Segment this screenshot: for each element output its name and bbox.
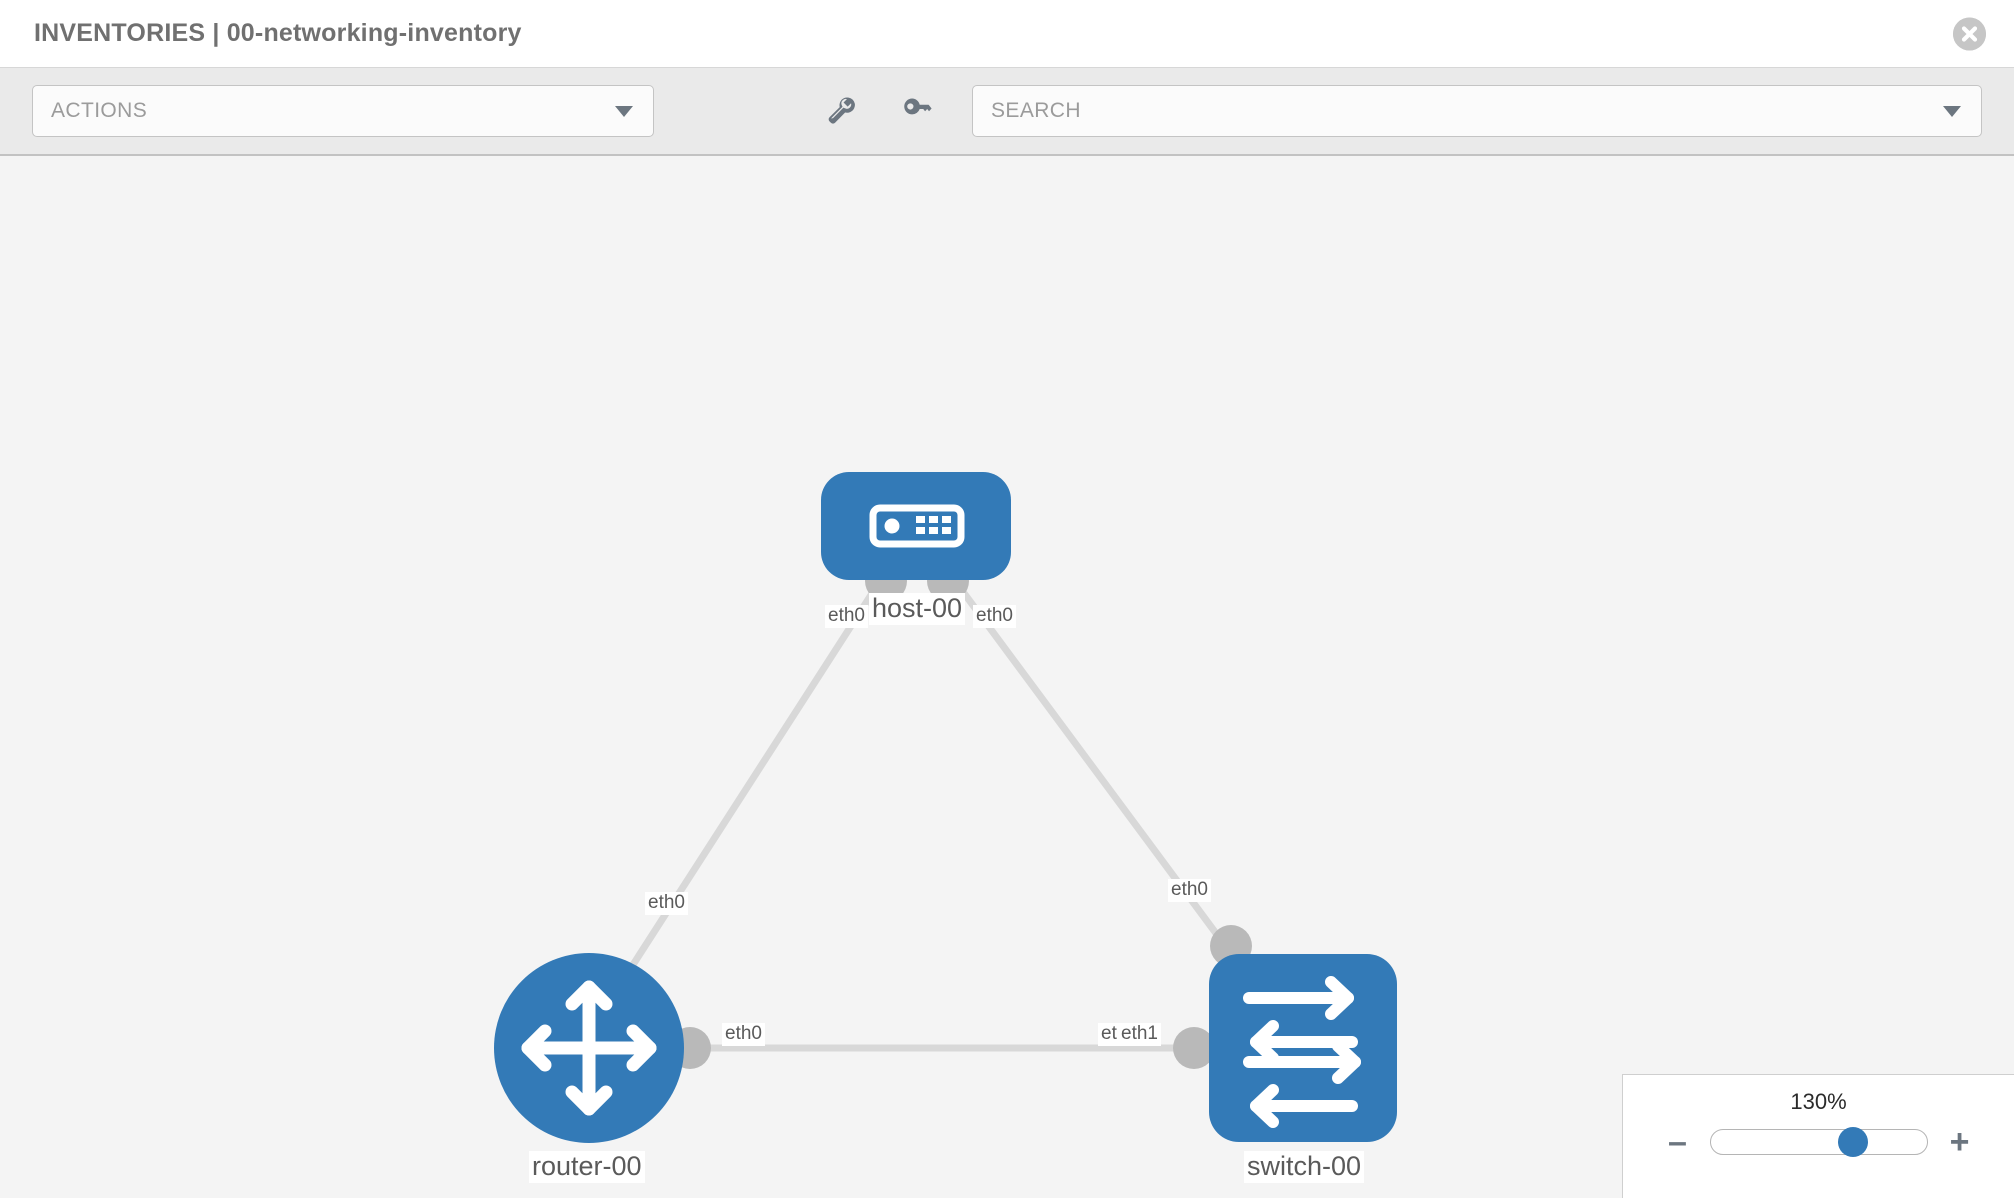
wrench-icon[interactable]: [824, 94, 858, 128]
page-header: INVENTORIES | 00-networking-inventory: [0, 0, 2014, 68]
node-router-00[interactable]: [494, 953, 684, 1143]
zoom-panel: 130% – +: [1622, 1074, 2014, 1198]
toolbar-icon-group: [824, 94, 934, 128]
edge-label: eth0: [645, 892, 688, 915]
node-label-host: host-00: [869, 593, 966, 625]
edge-label: eth1: [1118, 1023, 1161, 1046]
key-icon[interactable]: [900, 94, 934, 128]
topology-graph: [494, 472, 1397, 1143]
node-host-00[interactable]: [821, 472, 1011, 580]
zoom-slider-handle[interactable]: [1838, 1127, 1869, 1157]
edge-label: eth0: [1168, 879, 1211, 902]
node-label-router: router-00: [529, 1151, 645, 1183]
zoom-out-button[interactable]: –: [1668, 1123, 1687, 1161]
edge-label: eth0: [722, 1023, 765, 1046]
actions-dropdown[interactable]: ACTIONS: [32, 85, 654, 137]
chevron-down-icon: [1943, 105, 1961, 117]
actions-dropdown-label: ACTIONS: [51, 99, 148, 122]
port-switch-left: [1173, 1027, 1215, 1069]
zoom-level-value: 130%: [1790, 1089, 1847, 1114]
node-label-switch: switch-00: [1244, 1151, 1365, 1183]
edge-label: eth0: [825, 605, 868, 628]
edge-label: eth0: [973, 605, 1016, 628]
edge-host-switch: [952, 578, 1258, 989]
page-title: INVENTORIES | 00-networking-inventory: [34, 19, 522, 47]
search-input-label: SEARCH: [991, 99, 1081, 122]
chevron-down-icon: [615, 105, 633, 117]
close-circle-icon: [1953, 17, 1986, 50]
toolbar: ACTIONS SEARCH: [0, 68, 2014, 156]
port-group: [669, 560, 1252, 1069]
zoom-slider[interactable]: [1709, 1127, 1928, 1157]
close-button[interactable]: [1953, 17, 1986, 50]
zoom-in-button[interactable]: +: [1949, 1123, 1970, 1161]
edge-group: [597, 578, 1258, 1052]
edge-host-router: [597, 579, 883, 1018]
zoom-controls: – +: [1623, 1125, 2014, 1159]
topology-canvas[interactable]: eth0 eth0 host-00 eth0 eth0 eth0 eth eth…: [0, 156, 2014, 1198]
node-switch-00[interactable]: [1209, 954, 1397, 1142]
search-dropdown[interactable]: SEARCH: [972, 85, 1982, 137]
